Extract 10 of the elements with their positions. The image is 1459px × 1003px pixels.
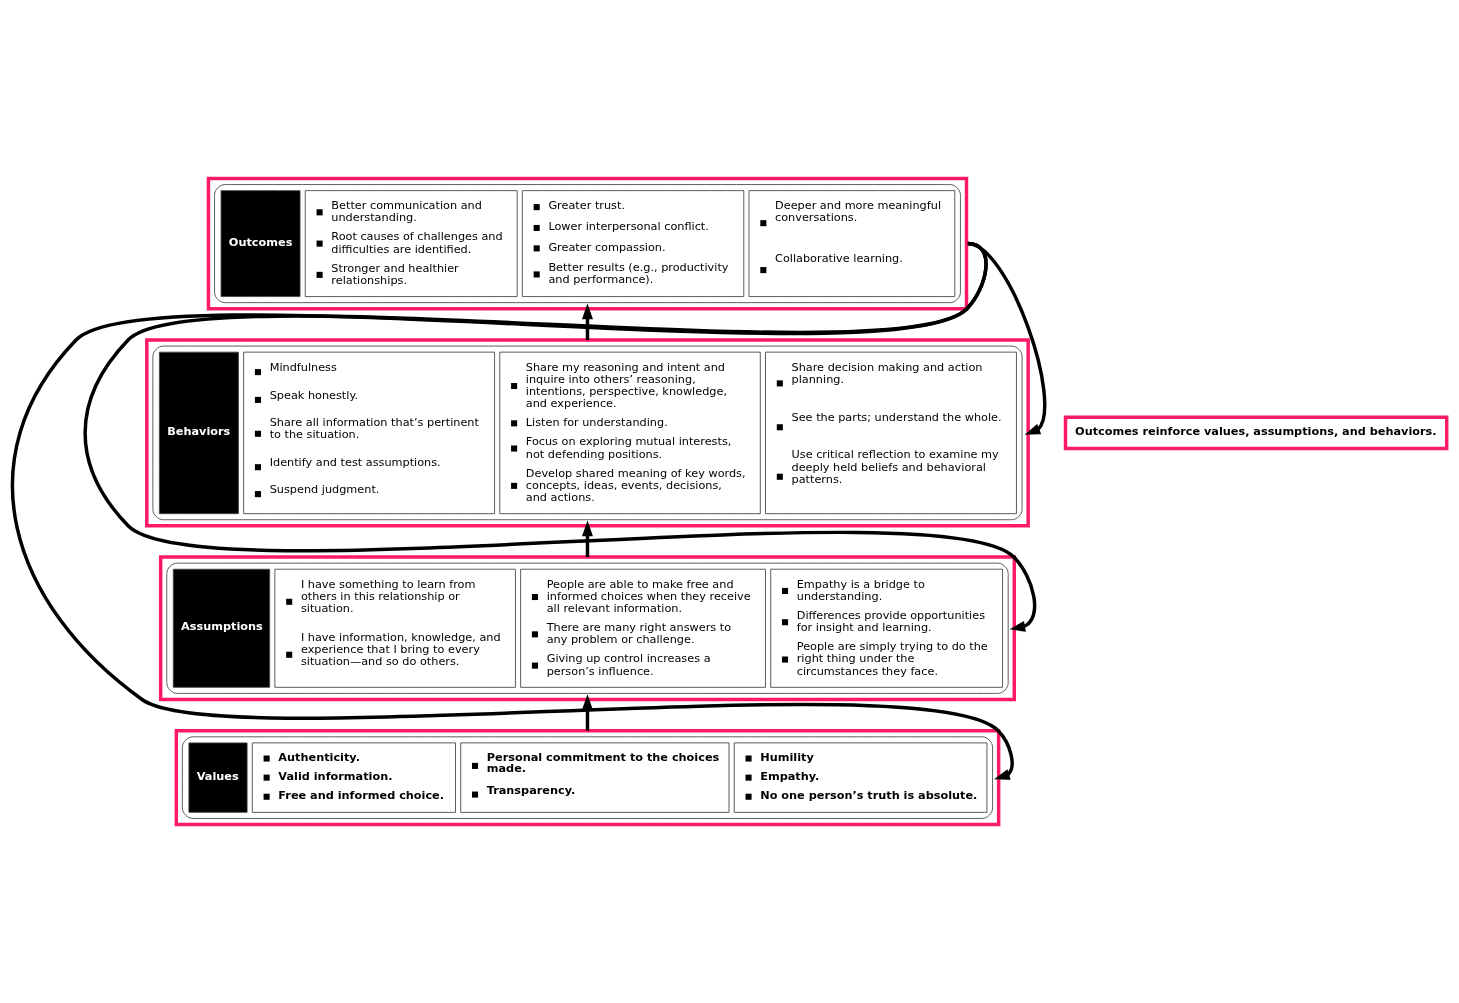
arrow [11, 242, 1013, 780]
arrow [582, 694, 593, 731]
arrow [84, 242, 1037, 632]
node-box: Values Authenticity. Valid information. Free and informed choice. Personal commitment to the choices made. Transparency. Humility Empathy. No one person’s truth is absolute. [174, 729, 1001, 827]
arrow [582, 303, 593, 340]
arrow [582, 520, 593, 558]
node-box: Outcomes reinforce values, assumptions, and behaviors. [1063, 415, 1449, 451]
node-box: Outcomes Better communication and understanding. Root causes of challenges and difficulties are identified. Stronger and healthier relationships. Greater trust. Lower interpersonal conflict. Greater compassion. Better results (e.g., productivity and performance). Deeper and more meaningful conversations. Collaborative learning. [206, 176, 969, 311]
node-box: Assumptions I have something to learn from others in this relationship or situation. I have information, knowledge, and experience that I bring to every situation—and so do others. People are able to make free and informed choices when they receive all relevant information. There are many right answers to any problem or challenge. Giving up control increases a person’s influence. Empathy is a bridge to understanding. Differences provide opportunities for insight and learning. People are simply trying to do the right thing under the circumstances they face. [158, 555, 1016, 702]
node-box: Behaviors Mindfulness Speak honestly. Share all information that’s pertinent to the situation. Identify and test assumptions. Suspend judgment. Share my reasoning and intent and inquire into others’ reasoning, intentions, perspective, knowledge, and experience. Listen for understanding. Focus on exploring mutual interests, not defending positions. Develop shared meaning of key words, concepts, ideas, events, decisions, and actions. Share decision making and action planning. See the parts; understand the whole. Use critical reflection to examine my deeply held beliefs and behavioral patterns. [145, 338, 1030, 528]
